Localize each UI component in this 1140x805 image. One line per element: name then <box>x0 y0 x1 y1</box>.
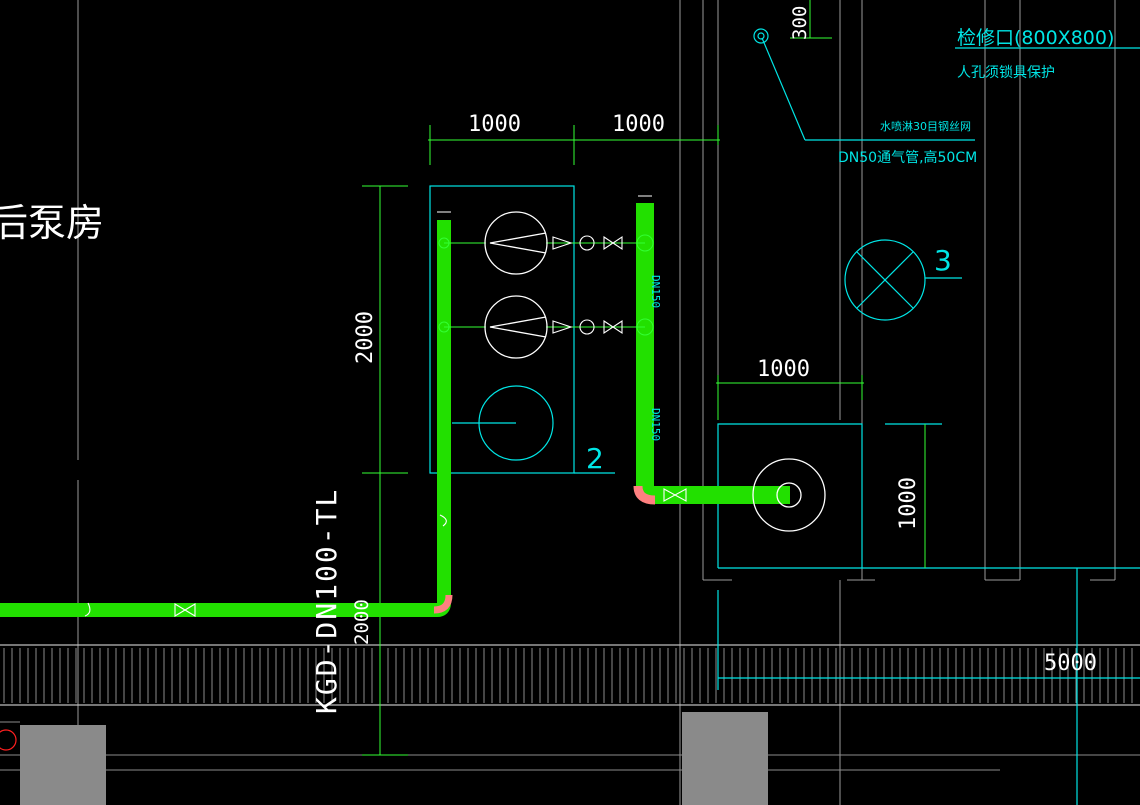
dim-1000-b: 1000 <box>612 112 665 137</box>
dim-1000-a: 1000 <box>468 112 521 137</box>
pump-2 <box>484 295 548 359</box>
pipes <box>0 195 790 617</box>
main-pipe-label: KGD-DN100-TL <box>310 488 343 714</box>
manhole-size-label: 检修口(800X800) <box>957 27 1114 49</box>
dim-1000-pit-v: 1000 <box>896 477 921 530</box>
elbow-2 <box>633 485 656 505</box>
tag-3: 3 <box>934 244 952 277</box>
manhole-note-label: 人孔须锁具保护 <box>957 65 1055 81</box>
gray-block-mid <box>682 712 768 805</box>
pump-connections <box>438 234 654 336</box>
cyan-structure <box>429 28 1140 805</box>
riser-label-2: DN150 <box>649 408 662 441</box>
dim-5000: 5000 <box>1044 651 1097 676</box>
structure-lines <box>77 0 1116 805</box>
dim-2000-lower: 2000 <box>351 599 373 645</box>
gray-block-left <box>20 725 106 805</box>
dim-300: 300 <box>789 6 811 40</box>
red-marker <box>0 729 17 751</box>
discharge-valves <box>84 235 687 617</box>
main-pipe <box>0 220 451 617</box>
pump-riser-pipe <box>636 203 790 504</box>
sump-well <box>752 458 826 532</box>
pipe-note-1: 水喷淋30目钢丝网 <box>880 120 971 133</box>
dim-1000-pit-h: 1000 <box>757 357 810 382</box>
room-label: 后泵房 <box>0 201 104 245</box>
floor-band <box>0 644 1140 771</box>
pump-1 <box>484 211 548 275</box>
riser-label-1: DN150 <box>649 275 662 308</box>
dim-2000-vertical: 2000 <box>353 311 378 364</box>
tag-2: 2 <box>586 442 604 475</box>
pipe-note-2: DN50通气管,高50CM <box>838 149 977 166</box>
dimension-lines <box>362 0 926 756</box>
elbow-1 <box>433 594 453 614</box>
